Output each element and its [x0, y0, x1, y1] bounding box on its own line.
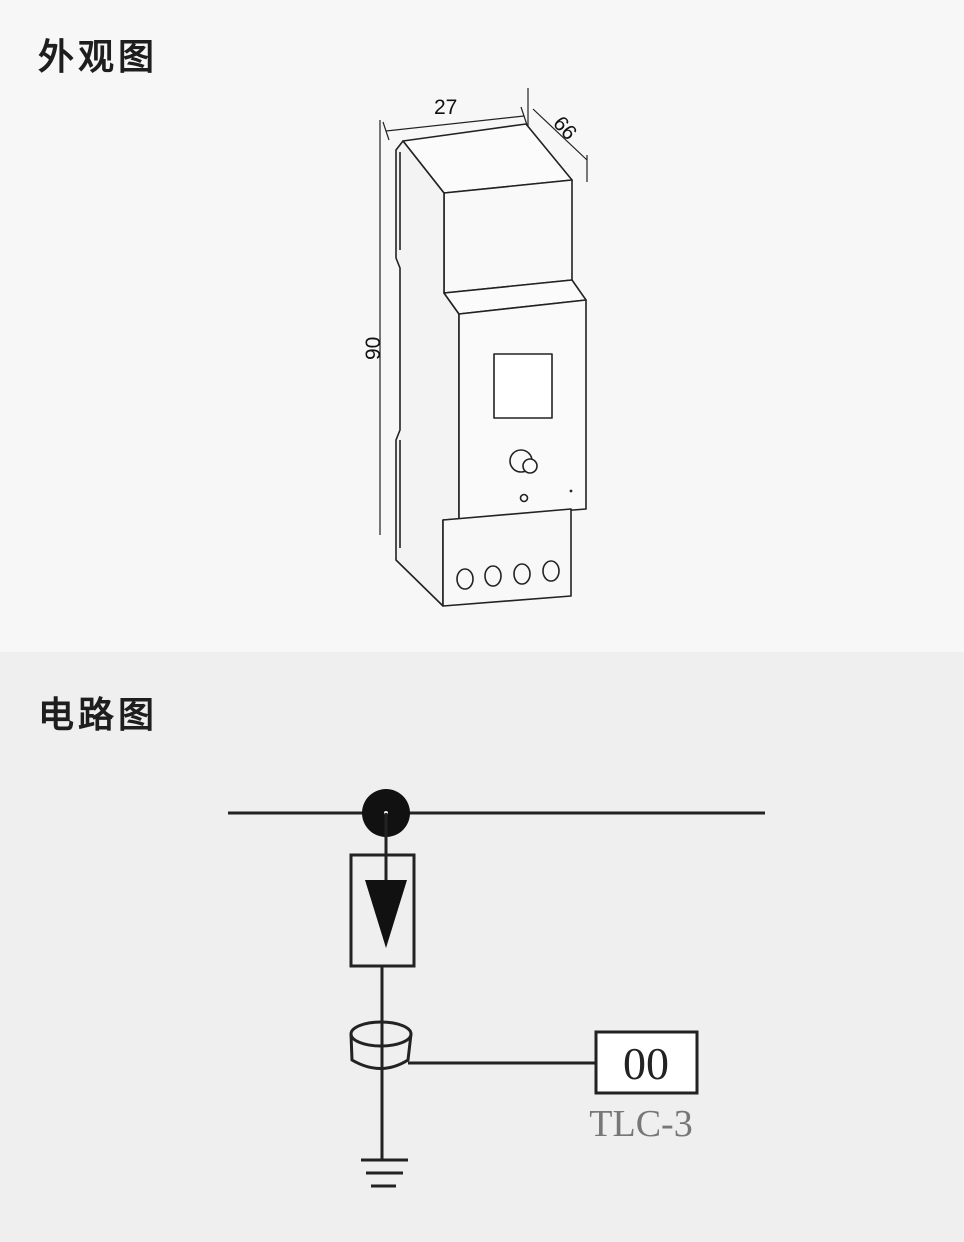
terminal-screw-icon — [456, 568, 474, 590]
terminal-block — [442, 508, 572, 607]
circuit-section: 电路图 00 TLC-3 — [0, 652, 964, 1242]
counter-model-label: TLC-3 — [589, 1103, 692, 1145]
device-drawing: 27 66 90 — [362, 88, 588, 607]
display-window — [493, 353, 553, 419]
width-dimension-label: 27 — [434, 96, 457, 119]
ground-icon — [361, 1158, 408, 1188]
device-body — [395, 123, 587, 607]
circuit-diagram: 00 TLC-3 — [228, 789, 765, 1188]
terminal-screw-icon — [513, 563, 531, 585]
circuit-title: 电路图 — [38, 695, 159, 736]
terminal-screw-icon — [542, 560, 560, 582]
arrester-arrow-icon — [365, 880, 407, 948]
dimension-lines — [379, 88, 588, 535]
terminal-screw-icon — [484, 565, 502, 587]
counter-box — [594, 1030, 699, 1095]
height-dimension-label: 90 — [362, 337, 385, 360]
appearance-title: 外观图 — [38, 37, 159, 78]
appearance-section: 外观图 27 66 90 — [38, 37, 588, 607]
current-sensor-icon — [349, 1020, 413, 1070]
depth-dimension-label: 66 — [548, 112, 581, 145]
counter-display: 00 — [623, 1038, 669, 1089]
indicator-led-icon — [519, 493, 529, 503]
